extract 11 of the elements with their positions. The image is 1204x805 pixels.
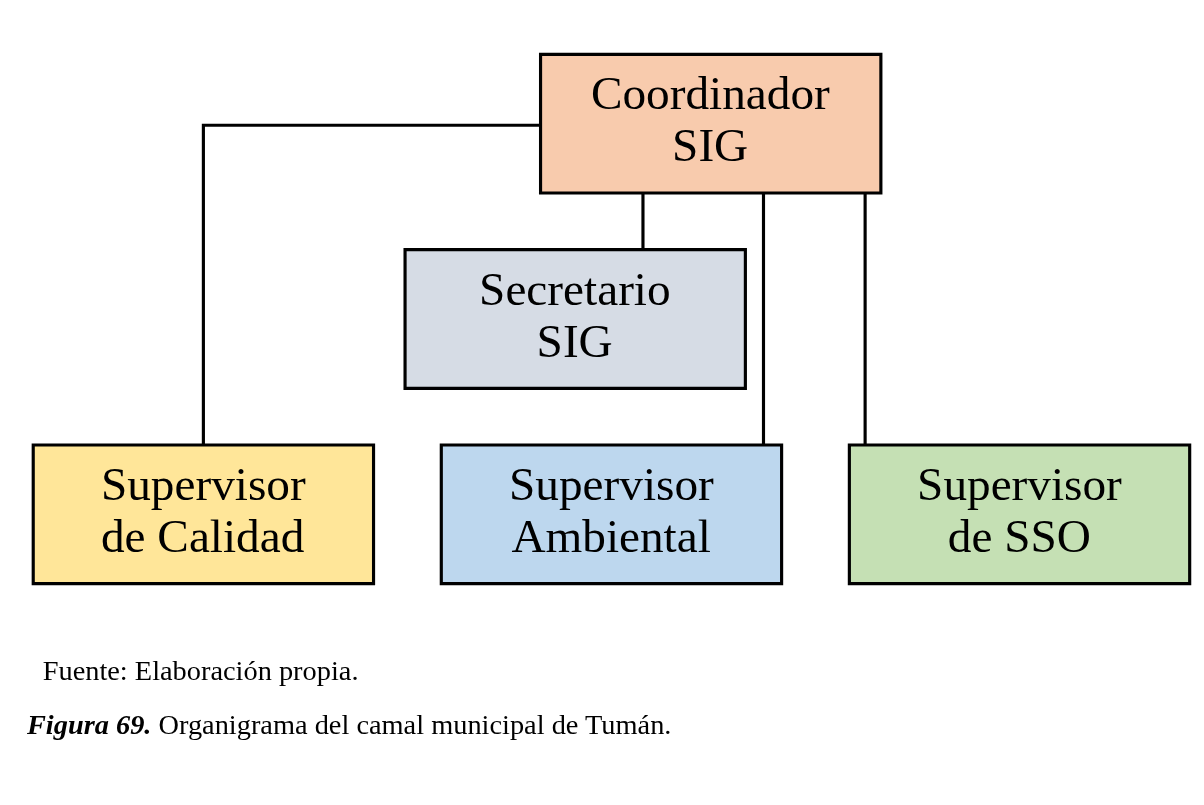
connector [641,193,645,250]
connector [863,193,867,445]
label: Fuente: Elaboración propia. [42,655,359,687]
connector [761,193,766,445]
node-box: Secretario SIG [403,248,747,390]
node-box: Supervisor Ambiental [439,443,784,586]
node-box: Supervisor de Calidad [31,443,376,586]
node-box: Supervisor de SSO [847,443,1192,586]
node-box: Coordinador SIG [538,52,883,195]
caption: Figura 69. Organigrama del camal municipal de Tumán. [26,709,672,740]
connector [201,123,541,445]
